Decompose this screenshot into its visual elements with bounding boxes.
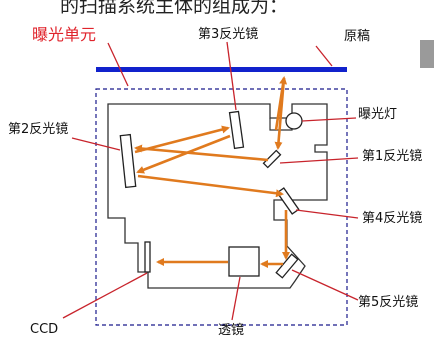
label-mirror2: 第2反光镜 — [8, 122, 68, 137]
label-lamp: 曝光灯 — [358, 107, 397, 122]
mirror-3 — [228, 110, 245, 150]
leader-mirror1 — [279, 157, 359, 164]
leader-mirror2 — [71, 137, 121, 151]
label-lens: 透镜 — [218, 323, 244, 338]
label-mirror5: 第5反光镜 — [358, 295, 418, 310]
leader-ccd — [62, 272, 148, 319]
label-ccd: CCD — [30, 322, 58, 337]
edge-image-fragment — [420, 40, 434, 68]
header-text: 的扫描系统主体的组成为： — [60, 0, 288, 17]
mirror-4 — [276, 187, 300, 215]
mirror-2 — [119, 133, 137, 189]
exposure-lamp — [285, 112, 303, 130]
label-exposure-unit: 曝光单元 — [32, 25, 96, 44]
lens — [228, 246, 260, 277]
ray-mirror2-to-mirror3 — [134, 125, 230, 154]
ray-mirror3-to-mirror2 — [136, 134, 231, 174]
exposure-unit-boundary — [95, 88, 348, 326]
mirror-5 — [275, 253, 299, 279]
ray-mirror1-to-mirror2 — [134, 144, 269, 162]
leader-mirror4 — [295, 209, 359, 219]
leader-lamp — [301, 117, 357, 122]
label-mirror1: 第1反光镜 — [362, 149, 422, 164]
ray-mirror2-to-mirror4 — [137, 174, 284, 198]
label-original: 原稿 — [344, 28, 370, 44]
leader-exposure-unit — [107, 42, 129, 87]
mirror-1 — [262, 149, 282, 169]
ccd-sensor — [144, 241, 151, 273]
scanner-body-outline — [107, 103, 328, 289]
leader-mirror3 — [226, 41, 237, 111]
ray-glass-down — [274, 77, 286, 150]
label-mirror3: 第3反光镜 — [198, 27, 258, 42]
leader-mirror5 — [291, 269, 359, 301]
document-glass — [96, 67, 347, 72]
leader-lens — [231, 276, 241, 321]
leader-original — [315, 45, 333, 67]
label-mirror4: 第4反光镜 — [362, 211, 422, 226]
